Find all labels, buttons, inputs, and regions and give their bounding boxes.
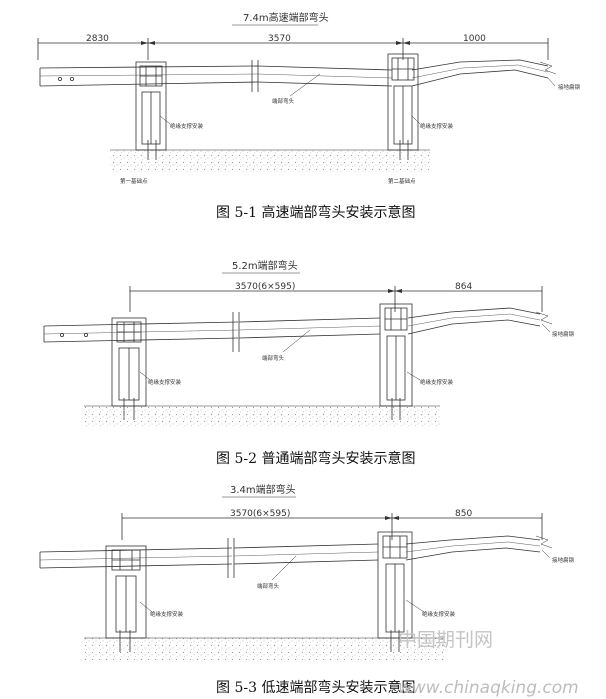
figure-1-dimension-line bbox=[37, 38, 549, 60]
figure-5-1: 7.4m高速端部弯头 2830 3570 1000 bbox=[37, 11, 581, 185]
figure-2-brace-left-label: 绝缘支撑安装 bbox=[148, 378, 182, 386]
figure-2-dim-3570: 3570(6×595) bbox=[235, 282, 295, 292]
figure-3-dim-3570: 3570(6×595) bbox=[230, 509, 290, 519]
figure-2-post-right bbox=[379, 303, 413, 420]
figure-1-end-bend-label: 端部弯头 bbox=[272, 97, 295, 105]
watermark-logo: 中国期刊网 bbox=[398, 629, 493, 651]
figure-3-guardrail-beam bbox=[39, 535, 541, 578]
figure-2-ground-bar-label: 接地扁钢 bbox=[552, 330, 575, 338]
figure-1-ground-bar-label: 接地扁钢 bbox=[558, 83, 581, 91]
figure-2-header: 5.2m端部弯头 bbox=[232, 259, 298, 272]
figure-3-post-left bbox=[105, 545, 147, 652]
figure-2-dim-864: 864 bbox=[455, 282, 472, 292]
figure-1-ground bbox=[110, 150, 430, 172]
figure-3-brace-left-label: 绝缘支撑安装 bbox=[150, 610, 184, 618]
figure-1-caption: 图 5-1 高速端部弯头安装示意图 bbox=[216, 204, 415, 221]
figure-2-end-bend-label: 端部弯头 bbox=[262, 354, 285, 362]
figure-1-post2-label: 第二基础点 bbox=[388, 177, 416, 185]
figure-2-post-left bbox=[111, 317, 147, 420]
figure-3-caption: 图 5-3 低速端部弯头安装示意图 bbox=[216, 679, 415, 696]
figure-1-post1-label: 第一基础点 bbox=[120, 177, 148, 185]
figure-1-brace-right-label: 绝缘支撑安装 bbox=[420, 122, 454, 130]
figure-2-brace-right-label: 绝缘支撑安装 bbox=[420, 378, 454, 386]
figure-3-ground bbox=[84, 638, 444, 660]
figure-2-dimension-line bbox=[129, 286, 543, 312]
figure-1-dim-2830: 2830 bbox=[86, 34, 109, 44]
figure-5-2: 5.2m端部弯头 3570(6×595) 864 bbox=[43, 259, 575, 428]
figure-3-header: 3.4m端部弯头 bbox=[230, 483, 296, 496]
figure-1-dim-1000: 1000 bbox=[463, 34, 486, 44]
figure-5-3: 3.4m端部弯头 3570(6×595) 850 bbox=[39, 483, 575, 660]
figure-3-ground-bar-label: 接地扁钢 bbox=[552, 556, 575, 564]
figure-1-header: 7.4m高速端部弯头 bbox=[243, 11, 329, 24]
figure-1-guardrail-beam bbox=[39, 59, 549, 92]
figure-3-end-bend-label: 端部弯头 bbox=[257, 582, 280, 590]
figure-2-guardrail-beam bbox=[43, 307, 541, 352]
figure-2-ground bbox=[84, 406, 440, 428]
figure-3-dimension-line bbox=[121, 513, 543, 540]
figure-1-dim-3570: 3570 bbox=[268, 34, 291, 44]
figure-3-dim-850: 850 bbox=[455, 509, 472, 519]
figure-2-caption: 图 5-2 普通端部弯头安装示意图 bbox=[216, 450, 415, 467]
figure-1-brace-left-label: 绝缘支撑安装 bbox=[170, 122, 204, 130]
figure-1-post-left bbox=[135, 61, 167, 160]
watermark-url: www.chinaqking.com bbox=[398, 678, 579, 698]
figure-3-brace-right-label: 绝缘支撑安装 bbox=[422, 610, 456, 618]
